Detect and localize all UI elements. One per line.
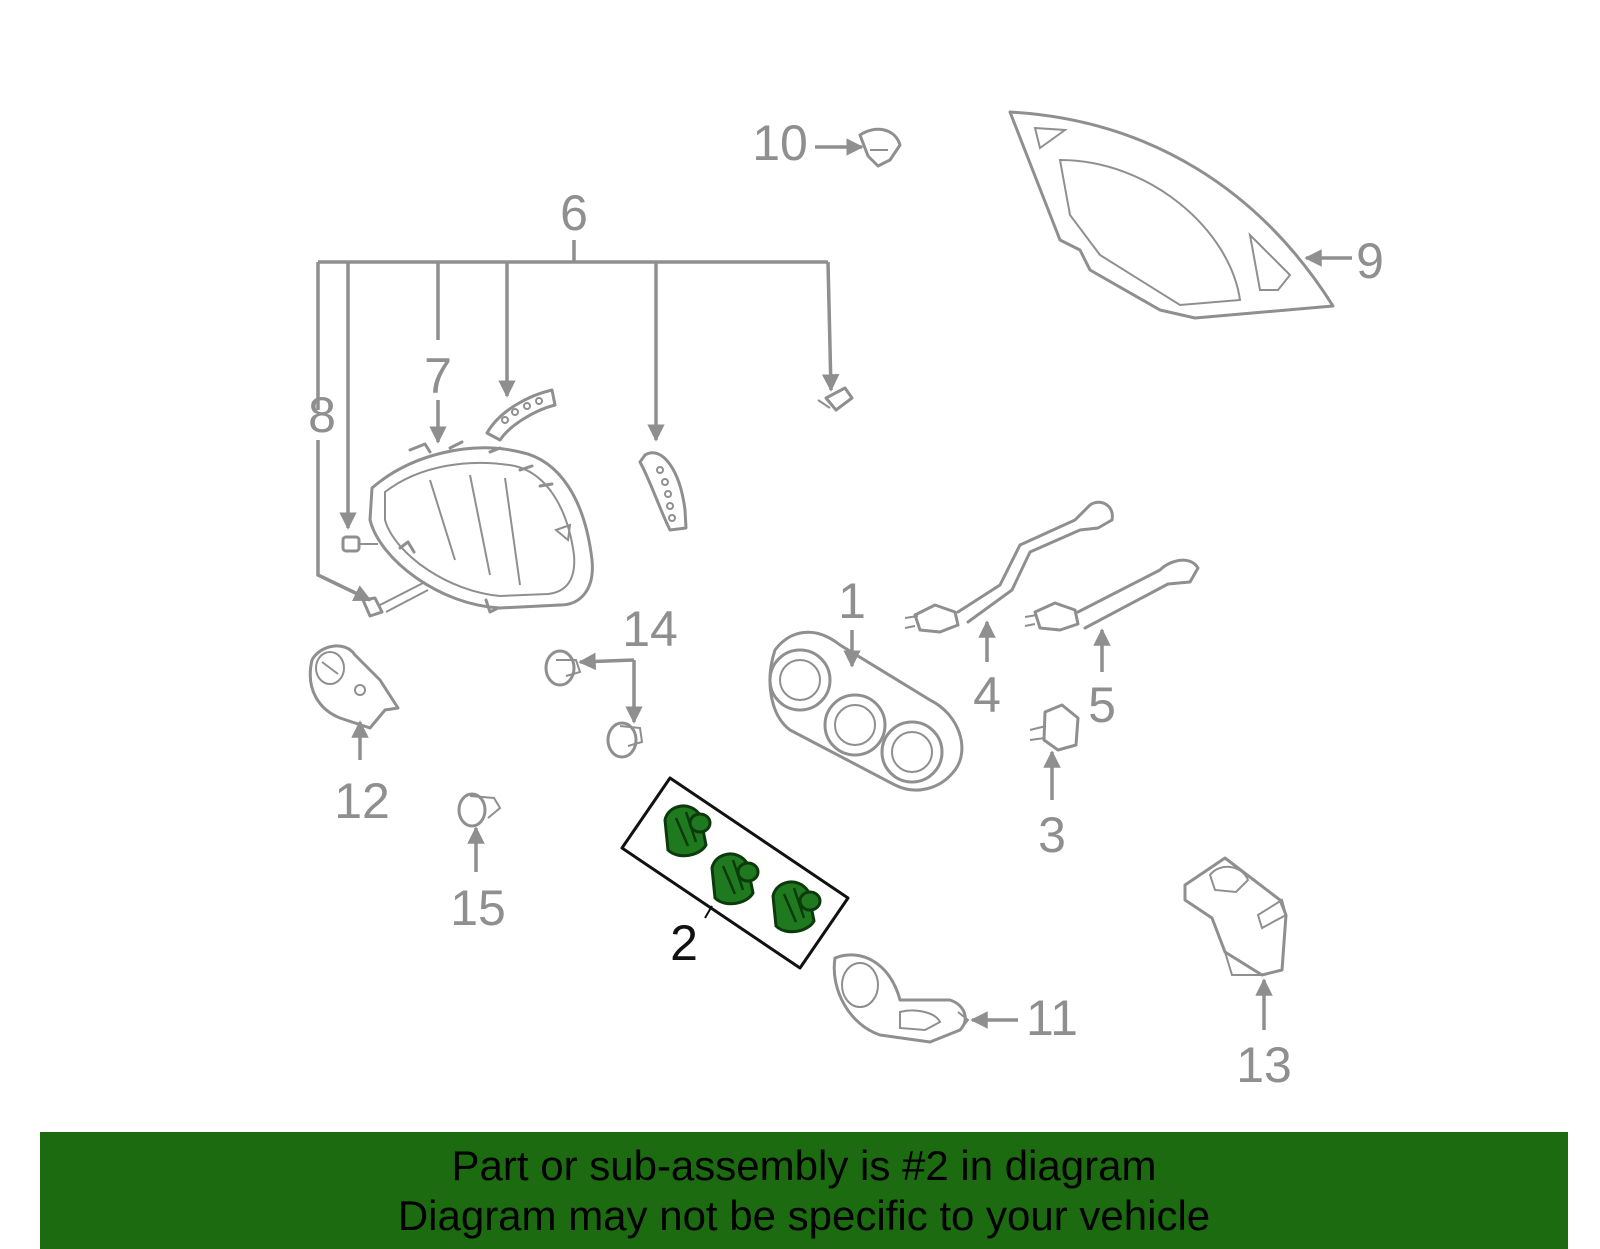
part-14-clip-b[interactable] — [606, 721, 644, 759]
part-1-control-unit[interactable] — [768, 630, 964, 792]
part-10-clip[interactable] — [858, 127, 902, 168]
callout-1: 1 — [838, 573, 866, 629]
part-6-light-strip-top[interactable] — [485, 388, 557, 442]
part-5-control-cable[interactable] — [1024, 558, 1200, 632]
part-8-bolt[interactable] — [361, 581, 429, 618]
callout-7: 7 — [424, 348, 452, 404]
part-screw-a[interactable] — [341, 535, 378, 553]
part-15-clip[interactable] — [457, 792, 502, 828]
banner-line-1: Part or sub-assembly is #2 in diagram — [451, 1141, 1157, 1189]
callout-8: 8 — [308, 387, 336, 443]
knob-3[interactable] — [771, 880, 822, 934]
callout-10: 10 — [752, 115, 808, 171]
callout-14: 14 — [622, 601, 678, 657]
part-6-leader-bracket — [316, 240, 840, 530]
part-2-knob-set[interactable] — [620, 776, 850, 970]
callout-12: 12 — [334, 773, 390, 829]
part-11-air-vent[interactable] — [832, 953, 970, 1044]
info-banner: Part or sub-assembly is #2 in diagram Di… — [40, 1132, 1568, 1249]
part-14-clip-a[interactable] — [544, 649, 582, 687]
callout-6: 6 — [560, 185, 588, 241]
knob-1[interactable] — [663, 804, 712, 858]
part-6-bulb[interactable] — [817, 386, 854, 412]
banner-line-2: Diagram may not be specific to your vehi… — [397, 1191, 1211, 1239]
part-3-sensor[interactable] — [1029, 703, 1080, 752]
callout-4: 4 — [973, 667, 1001, 723]
part-4-control-cable[interactable] — [904, 500, 1114, 634]
part-9-instrument-bezel[interactable] — [1008, 110, 1335, 320]
part-6-light-strip-right[interactable] — [638, 451, 688, 532]
callout-9: 9 — [1356, 233, 1384, 289]
callout-15: 15 — [450, 880, 506, 936]
callout-11: 11 — [1026, 990, 1078, 1046]
callout-2: 2 — [670, 915, 698, 971]
callout-5: 5 — [1088, 677, 1116, 733]
part-7-instrument-cluster[interactable] — [368, 440, 594, 614]
part-12-switch[interactable] — [308, 644, 400, 730]
part-13-switch-housing[interactable] — [1183, 856, 1288, 977]
callout-3: 3 — [1038, 807, 1066, 863]
knob-2[interactable] — [710, 852, 760, 906]
callout-13: 13 — [1236, 1037, 1292, 1093]
